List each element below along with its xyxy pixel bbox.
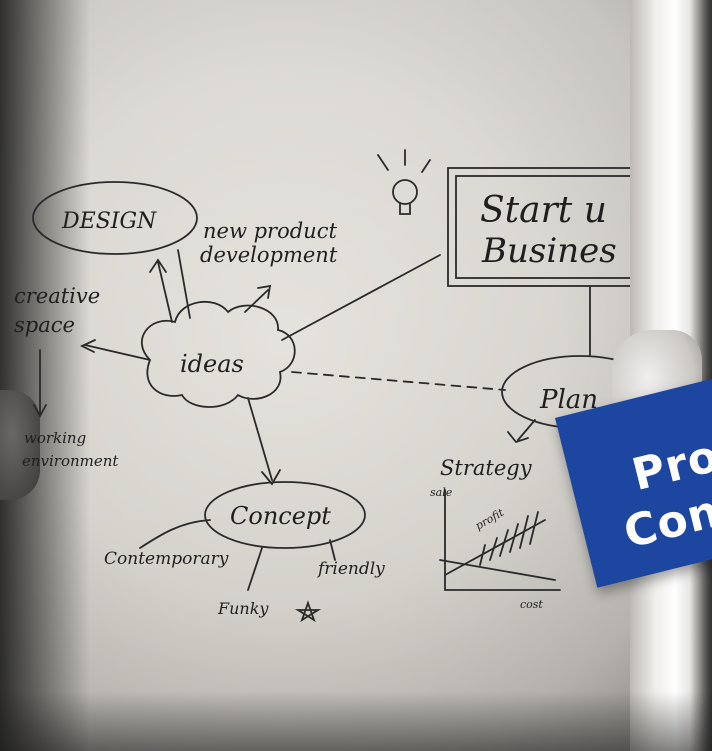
business-label: Busines [481,231,617,271]
paper-sheet [0,0,640,751]
line-to-startup [281,254,441,341]
arrow-to-concept [247,397,281,486]
banner-line-2: Con [618,485,712,559]
branch-funky [247,547,263,591]
arrow-to-working [33,349,47,418]
strategy-chart-line-2 [439,559,556,581]
sale-label: sale [430,486,453,499]
development-label: development [200,243,338,267]
arrow-to-creative [79,339,151,361]
arrow-to-development [244,284,272,313]
concept-ellipse [204,481,366,549]
profit-label: profit [473,506,507,533]
strategy-label: Strategy [440,456,533,480]
space-label: space [14,313,75,337]
bottom-shadow [0,691,712,751]
ideas-cloud [140,301,296,408]
design-label: DESIGN [61,209,157,234]
ideas-label: ideas [180,350,244,378]
design-ellipse [32,181,198,255]
friendly-label: friendly [316,559,385,579]
working-label: working [24,429,86,447]
strategy-chart-hatch [479,511,539,566]
branch-friendly [329,539,336,561]
bulb-doodle [392,179,418,205]
creative-label: creative [14,284,100,308]
bulb-rays [377,149,431,173]
startup-label: Start u [480,190,607,231]
branch-contemporary [139,519,211,549]
cost-label: cost [520,598,543,611]
new-product-label: new product [203,219,337,243]
dashed-to-plan [291,371,506,391]
left-shadow [0,0,90,751]
arrow-to-strategy [507,419,536,444]
arrow-to-design-2 [177,249,191,319]
strategy-chart-axes [444,489,561,591]
contemporary-label: Contemporary [104,549,229,569]
left-hand [0,390,40,500]
bulb-base [399,203,411,215]
star-doodle [294,600,322,623]
arrow-to-design [149,258,173,323]
funky-label: Funky [217,599,269,618]
strategy-chart-line-1 [444,519,546,576]
concept-label: Concept [230,502,331,530]
environment-label: environment [22,452,119,470]
